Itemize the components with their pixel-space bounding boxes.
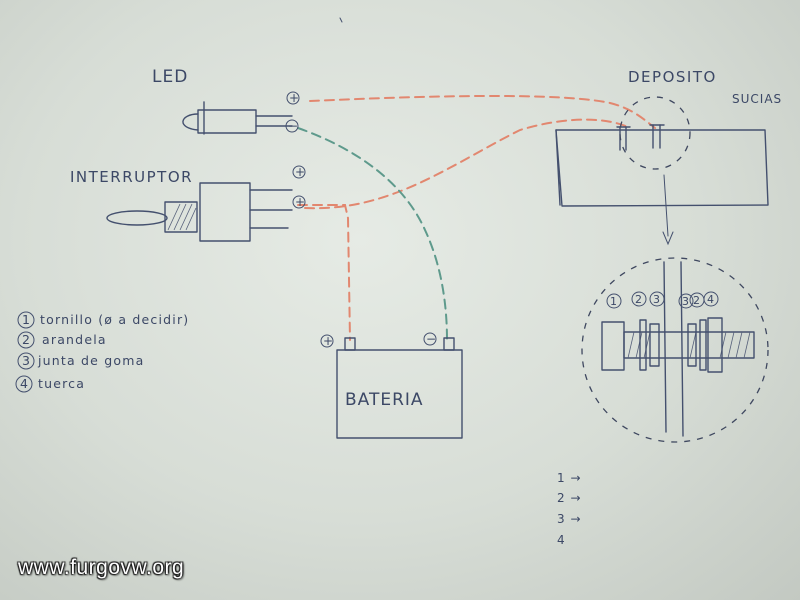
detail-bolt-head: [601, 321, 625, 371]
detail-washer-2: [699, 319, 707, 371]
svg-text:junta de goma: junta de goma: [37, 353, 144, 368]
switch-plus-terminal-mark-1: [292, 165, 306, 179]
battery-minus-mark: [423, 332, 437, 346]
detail-numbers: 1 2 3 3 2 4: [606, 291, 719, 309]
legend-item: 4 tuerca: [15, 375, 85, 393]
step-item: 2 →: [557, 491, 582, 505]
legend-item: 2 arandela: [17, 331, 107, 349]
legend-item: 3 junta de goma: [17, 352, 144, 370]
svg-text:1: 1: [22, 312, 31, 327]
tank-label: DEPOSITO: [628, 68, 717, 86]
battery-component: + − BATERIA: [320, 332, 463, 439]
svg-text:+: +: [323, 334, 333, 348]
svg-text:3: 3: [653, 293, 660, 306]
detail-gasket-2: [687, 323, 697, 367]
svg-text:3: 3: [22, 353, 31, 368]
site-watermark: www.furgovw.org: [18, 556, 185, 579]
switch-label: INTERRUPTOR: [70, 168, 193, 186]
wire-switch-to-battery-positive: [297, 204, 351, 341]
svg-text:+: +: [295, 165, 305, 179]
wire-led-positive-to-tank: [309, 94, 656, 129]
tank-component: DEPOSITO SUCIAS: [555, 68, 782, 246]
wire-led-negative-to-battery: [297, 127, 448, 341]
switch-plus-terminal-mark-2: [292, 195, 306, 209]
positive-wires: [297, 94, 656, 341]
battery-plus-mark: [320, 334, 334, 348]
svg-text:tuerca: tuerca: [38, 376, 85, 391]
battery-body: [336, 349, 463, 439]
led-plus-terminal-mark: [286, 91, 300, 105]
svg-text:−: −: [288, 119, 298, 133]
led-component: LED + −: [152, 67, 300, 135]
led-minus-terminal-mark: [285, 119, 299, 133]
svg-text:+: +: [295, 195, 305, 209]
detail-washer-1: [639, 319, 647, 371]
detail-nut: [707, 317, 723, 373]
tank-outline: [555, 129, 769, 207]
tank-detail-circle: [619, 96, 691, 170]
svg-text:2: 2: [635, 293, 642, 306]
switch-body: [199, 182, 251, 242]
led-lens: [182, 113, 199, 131]
tank-bolts: [616, 124, 665, 151]
steps-list: 1 → 2 → 3 → 4: [557, 471, 582, 547]
battery-label: BATERIA: [345, 390, 424, 410]
switch-component: INTERRUPTOR + +: [70, 165, 306, 242]
battery-negative-post: [443, 337, 455, 351]
svg-text:tornillo (ø a decidir): tornillo (ø a decidir): [40, 312, 189, 327]
svg-text:arandela: arandela: [42, 332, 107, 347]
detail-gasket-1: [649, 323, 660, 367]
parts-legend: 1 tornillo (ø a decidir) 2 arandela 3 ju…: [15, 311, 189, 393]
switch-thread: [164, 201, 198, 233]
battery-positive-post: [344, 337, 356, 351]
detail-circle: [581, 257, 769, 443]
wire-switch-to-tank: [304, 118, 631, 210]
bolt-detail-view: 1 2 3 3 2 4: [581, 257, 769, 443]
svg-text:−: −: [426, 332, 436, 346]
svg-text:2: 2: [22, 332, 31, 347]
svg-text:1: 1: [610, 295, 617, 308]
step-item: 4: [557, 533, 566, 547]
svg-text:+: +: [289, 91, 299, 105]
led-label: LED: [152, 67, 188, 87]
led-body: [197, 109, 257, 134]
legend-item: 1 tornillo (ø a decidir): [17, 311, 189, 329]
svg-text:4: 4: [707, 293, 714, 306]
svg-text:3: 3: [682, 295, 689, 308]
svg-text:4: 4: [20, 376, 29, 391]
switch-lever: [106, 210, 168, 226]
svg-text:2: 2: [693, 294, 700, 307]
tank-sublabel: SUCIAS: [732, 92, 782, 106]
step-item: 3 →: [557, 512, 582, 526]
step-item: 1 →: [557, 471, 582, 485]
negative-wires: [297, 127, 448, 341]
